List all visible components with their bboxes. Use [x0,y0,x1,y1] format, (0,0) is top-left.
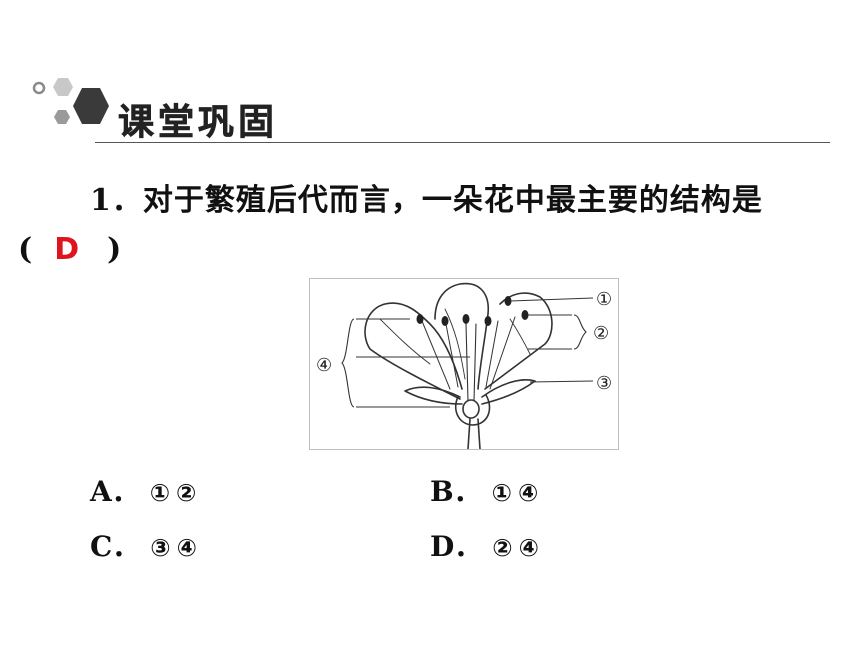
anthers [416,296,529,326]
option-value: ①④ [491,479,545,507]
figure-label-3: ③ [596,373,612,394]
option-value: ②④ [492,534,545,562]
question-body: 对于繁殖后代而言，一朵花中最主要的结构是 [142,183,763,218]
question-text: 1．对于繁殖后代而言，一朵花中最主要的结构是 [90,175,763,219]
option-b: B． ①④ [430,470,544,510]
option-letter: D． [430,530,483,563]
question-number: 1． [90,183,143,218]
flower-diagram-svg: ① ② ③ ④ [316,282,612,449]
option-a: A． ①② [90,470,202,510]
option-letter: A． [90,475,140,508]
option-c: C． ③④ [90,525,203,565]
flower-diagram: ① ② ③ ④ [309,278,619,450]
figure-label-4: ④ [316,355,332,376]
option-value: ③④ [150,534,203,562]
option-letter: B． [430,475,482,508]
option-value: ①② [149,479,203,507]
option-letter: C． [90,530,141,563]
figure-label-1: ① [596,289,612,310]
close-paren: ) [107,232,122,267]
section-header: 课堂巩固 [0,0,860,150]
leader-lines [341,297,594,408]
answer-line: ( D) [18,232,121,267]
flower-drawing [364,282,553,449]
header-divider [95,142,830,143]
answer-value: D [54,232,80,267]
figure-label-2: ② [593,323,609,344]
section-title: 课堂巩固 [118,102,279,144]
option-d: D． ②④ [430,525,545,565]
hexagon-decoration-icon [32,78,109,124]
open-paren: ( [18,232,33,267]
